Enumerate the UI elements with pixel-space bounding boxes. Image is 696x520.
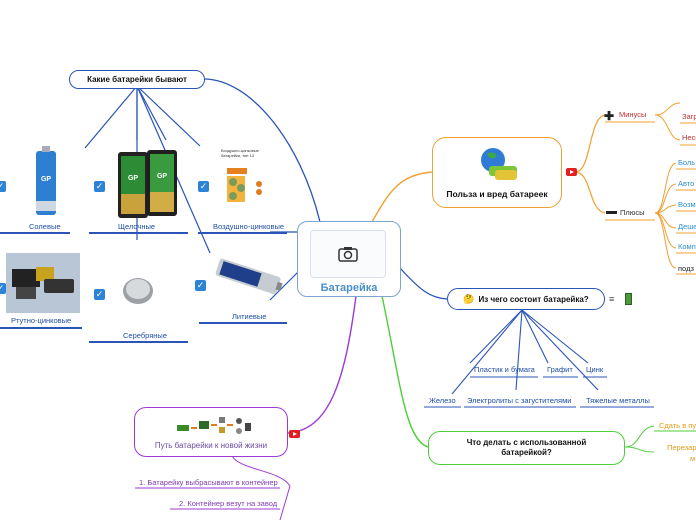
disposal-topic[interactable]: Что делать с использованной батарейкой? [428,431,625,465]
divider [0,232,70,234]
zinc-air-pack-image: Воздушно-цинковые батарейки, тип 13 [219,146,271,216]
plus-item[interactable]: Боль [678,158,696,167]
youtube-icon[interactable] [289,430,300,438]
material-item[interactable]: Железо [429,396,456,405]
check-icon: ✓ [195,280,206,291]
material-item[interactable]: Электролиты с загустителями [467,396,572,405]
disposal-item[interactable]: Перезар [667,443,696,452]
battery-icon [625,293,632,305]
thinking-face-icon: 🤔 [463,293,475,304]
disposal-item[interactable]: м [690,454,696,463]
composition-topic[interactable]: 🤔 Из чего состоит батарейка? [447,288,605,310]
svg-text:GP: GP [157,173,167,180]
globe-battery-image [475,146,519,184]
divider [199,322,287,324]
material-item[interactable]: Цинк [586,365,604,374]
minus-bar-icon [606,211,617,214]
svg-text:GP: GP [41,176,51,183]
central-topic-label: Батарейка [320,282,378,294]
youtube-icon[interactable] [566,168,577,176]
recycling-path-topic[interactable]: Путь батарейки к новой жизни [134,407,288,457]
minus-item[interactable]: Несо [682,133,696,142]
mercury-zinc-image [6,253,80,313]
type-mercury-zinc[interactable]: Ртутно-цинковые [11,316,72,325]
notes-icon[interactable]: ≡ [609,294,615,304]
disposal-label: Что делать с использованной батарейкой? [466,438,587,457]
lithium-battery-image [214,254,286,300]
central-topic[interactable]: Батарейка [297,221,401,297]
benefit-harm-label: Польза и вред батареек [446,189,548,199]
alkaline-battery-image: GP GP [117,144,179,220]
check-icon: ✓ [0,283,6,294]
plus-item[interactable]: Возм [678,200,696,209]
silver-coin-cell-image [121,276,155,306]
types-topic-label: Какие батарейки бывают [87,75,187,84]
plus-item[interactable]: Деше [678,222,696,231]
salt-battery-image: GP [34,145,58,217]
composition-label: Из чего состоит батарейка? [478,294,589,304]
check-icon: ✓ [94,289,105,300]
plus-item[interactable]: Комп [678,242,696,251]
camera-icon [310,230,386,278]
svg-text:GP: GP [128,175,138,182]
disposal-item[interactable]: Сдать в пу [659,421,696,430]
divider [89,232,188,234]
plus-item[interactable]: подз [678,264,694,273]
path-step[interactable]: 2. Контейнер везут на завод [179,499,278,508]
recycling-flow-image [175,413,253,441]
type-zinc-air[interactable]: Воздушно-цинковые [213,222,285,231]
minus-topic[interactable]: Минусы [619,110,647,119]
type-lithium[interactable]: Литиевые [232,312,267,321]
minus-item[interactable]: Загр [682,112,696,121]
types-topic[interactable]: Какие батарейки бывают [69,70,205,89]
path-step[interactable]: 1. Батарейку выбрасывают в контейнер [139,478,278,487]
check-icon: ✓ [198,181,209,192]
check-icon: ✓ [0,181,6,192]
type-alkaline[interactable]: Щелочные [118,222,156,231]
divider [89,341,188,343]
recycling-path-label: Путь батарейки к новой жизни [154,441,268,450]
divider [198,232,287,234]
type-silver[interactable]: Серебряные [123,331,167,340]
type-salt[interactable]: Солевые [29,222,61,231]
plus-cross-icon: ✚ [604,109,615,123]
divider [0,327,82,329]
plus-item[interactable]: Авто [678,179,695,188]
material-item[interactable]: Графит [547,365,573,374]
plus-topic[interactable]: Плюсы [620,208,645,217]
material-item[interactable]: Тяжелые металлы [586,396,650,405]
material-item[interactable]: Пластик и бумага [474,365,535,374]
check-icon: ✓ [94,181,105,192]
